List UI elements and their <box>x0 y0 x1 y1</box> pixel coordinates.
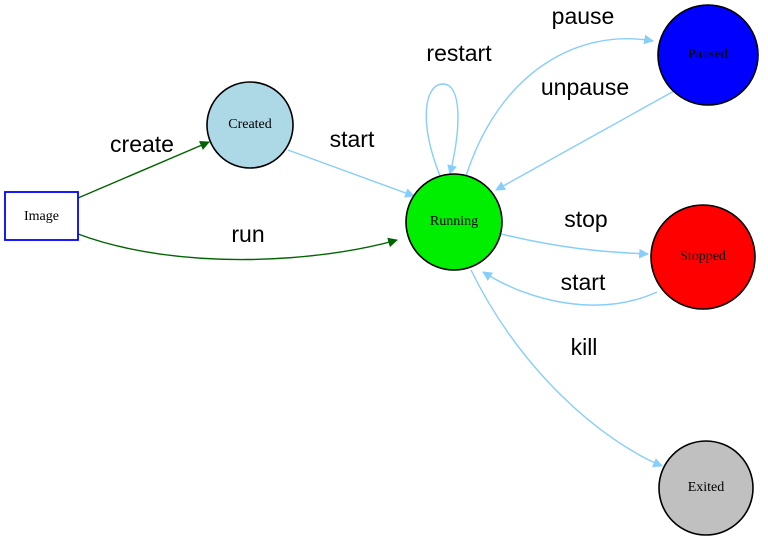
edge-label-stop: stop <box>564 206 607 232</box>
node-stopped-circle[interactable] <box>650 204 756 310</box>
edge-start-created-path <box>287 149 415 198</box>
edge-label-kill: kill <box>571 334 598 360</box>
edge-start-stopped: start <box>482 269 658 306</box>
edge-label-pause: pause <box>552 3 615 29</box>
node-created-circle[interactable] <box>206 81 294 169</box>
edge-create-path <box>77 140 210 199</box>
edge-kill: kill <box>470 269 663 468</box>
node-running-label: Running <box>430 214 478 229</box>
edge-kill-path <box>470 269 663 468</box>
node-stopped-label: Stopped <box>680 249 726 264</box>
node-exited[interactable]: Exited <box>658 440 754 536</box>
edge-restart: restart <box>425 40 492 177</box>
edges-layer: create run start restart pause unpause <box>77 3 675 468</box>
edge-unpause: unpause <box>495 74 675 191</box>
edge-start-created: start <box>287 126 415 198</box>
node-created[interactable]: Created <box>206 81 294 169</box>
node-image-label: Image <box>24 209 59 224</box>
node-image-rect[interactable] <box>4 191 79 241</box>
node-running[interactable]: Running <box>405 173 503 271</box>
node-paused-label: Paused <box>688 47 728 62</box>
node-paused[interactable]: Paused <box>657 4 759 106</box>
edge-create: create <box>77 131 210 199</box>
edge-label-restart: restart <box>426 40 492 66</box>
edge-run-path <box>77 233 398 261</box>
node-running-circle[interactable] <box>405 173 503 271</box>
node-stopped[interactable]: Stopped <box>650 204 756 310</box>
edge-run: run <box>77 221 398 261</box>
edge-start-stopped-path <box>482 271 658 306</box>
node-exited-circle[interactable] <box>658 440 754 536</box>
node-image[interactable]: Image <box>4 191 79 241</box>
edge-label-run: run <box>231 221 264 247</box>
edge-pause: pause <box>465 3 654 177</box>
node-created-label: Created <box>228 117 272 132</box>
edge-stop: stop <box>500 206 649 259</box>
edge-restart-path <box>425 83 459 177</box>
edge-label-unpause: unpause <box>541 74 629 100</box>
edge-label-start-stopped: start <box>561 269 606 295</box>
node-exited-label: Exited <box>688 480 725 495</box>
edge-unpause-path <box>495 90 675 191</box>
edge-stop-path <box>500 233 649 259</box>
edge-label-start-created: start <box>330 126 375 152</box>
edge-pause-path <box>465 34 654 177</box>
nodes-layer: Image Created Running Paused Stopped Exi <box>4 4 759 536</box>
node-paused-circle[interactable] <box>657 4 759 106</box>
edge-label-create: create <box>110 131 174 157</box>
